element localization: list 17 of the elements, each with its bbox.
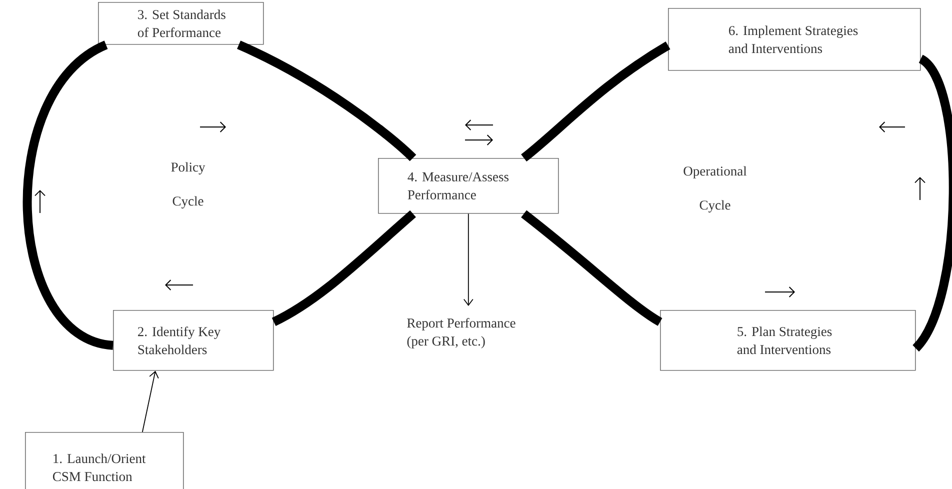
loop-band — [236, 40, 416, 162]
report-text: Report Performance (per GRI, etc.) — [407, 318, 516, 348]
process-box: 2. Identify Key Stakeholders — [113, 310, 274, 371]
process-box: 4. Measure/Assess Performance — [378, 158, 559, 214]
cycle-label: Policy Cycle — [171, 162, 206, 208]
process-box: 1. Launch/Orient CSM Function — [25, 432, 184, 489]
loop-band — [521, 210, 662, 326]
loop-band — [521, 42, 670, 162]
loop-band — [22, 40, 114, 350]
loop-band — [272, 210, 416, 326]
cycle-label: Operational Cycle — [684, 166, 747, 212]
loop-band — [912, 55, 952, 352]
arrow — [463, 213, 474, 306]
arrow — [142, 370, 159, 432]
process-box: 6. Implement Strategies and Interventions — [668, 8, 921, 71]
process-box: 5. Plan Strategies and Interventions — [660, 310, 916, 371]
process-box: 3. Set Standards of Performance — [98, 2, 264, 45]
